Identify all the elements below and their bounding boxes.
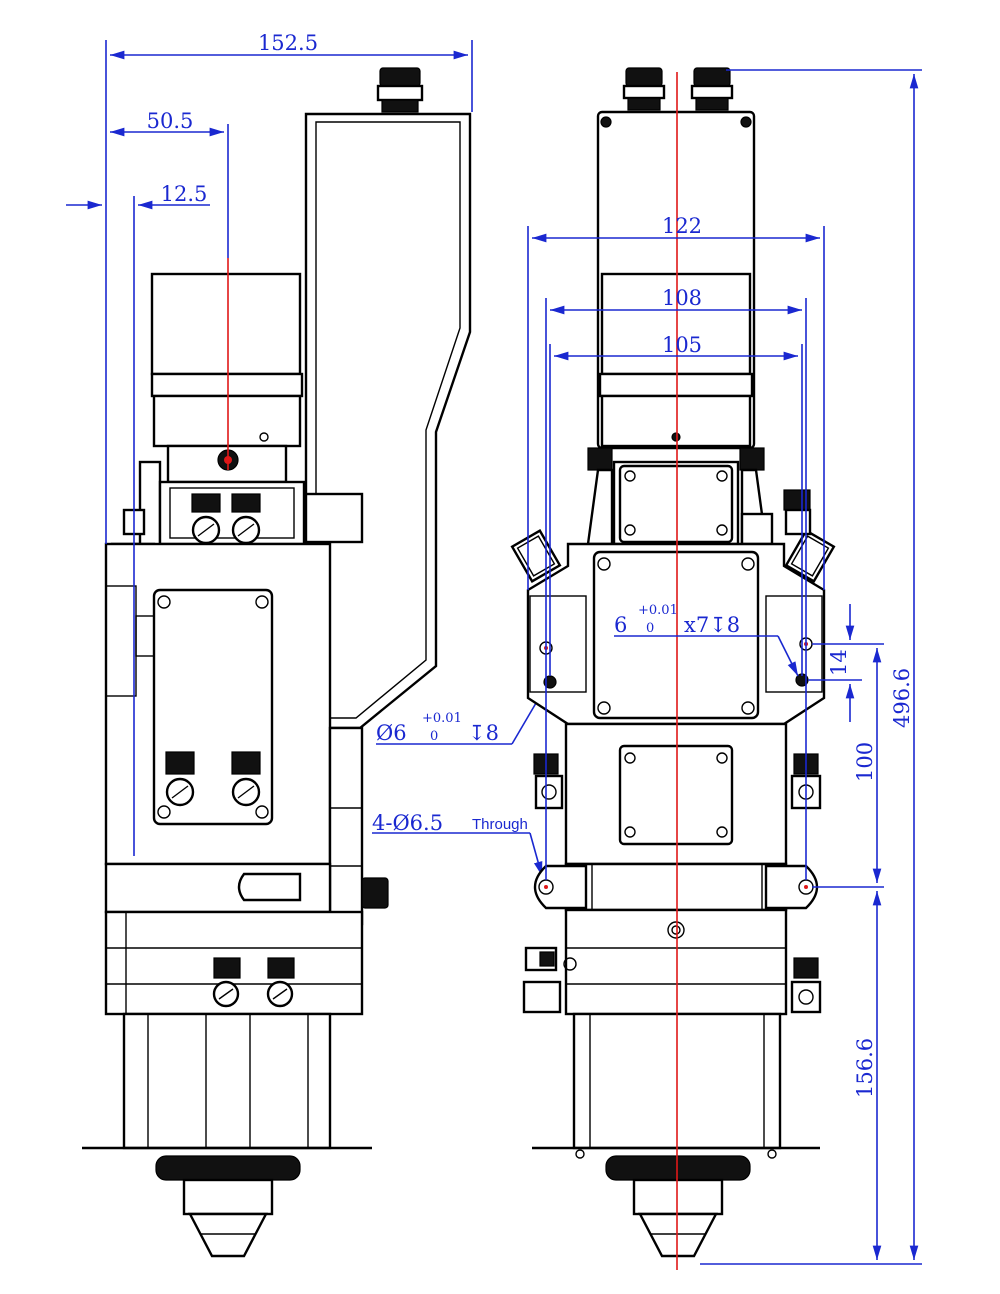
dim-label-14: 14 — [827, 649, 851, 676]
side-motor — [150, 272, 304, 484]
front-neck — [586, 447, 774, 546]
front-base — [522, 908, 822, 1016]
front-dim-105: 105 — [549, 333, 803, 676]
dim-label-156-6: 156.6 — [853, 1038, 877, 1098]
dim-label-12-5: 12.5 — [161, 182, 208, 206]
front-mount-panel — [592, 550, 760, 720]
front-lower-cylinder — [532, 1012, 820, 1159]
callout-hole-tol-lower: 0 — [430, 729, 438, 744]
dim-label-100: 100 — [853, 742, 877, 782]
dim-label-105: 105 — [662, 333, 702, 357]
side-fittings-upper — [191, 493, 261, 545]
front-dim-108: 108 — [545, 286, 807, 880]
callout-pin-tol-upper: +0.01 — [638, 603, 678, 618]
side-dim-152-5: 152.5 — [105, 31, 473, 544]
callout-hole-diameter: Ø6 — [376, 721, 407, 745]
front-dim-122: 122 — [527, 214, 825, 590]
front-dim-496-6: 496.6 — [726, 69, 922, 1260]
front-view: 122 108 105 6 +0.01 0 x7↧8 — [510, 67, 922, 1270]
callout-pin-tol-lower: 0 — [646, 621, 654, 636]
side-dim-12-5: 12.5 — [66, 182, 210, 856]
callout-hole-tol-upper: +0.01 — [422, 711, 462, 726]
side-dim-50-5: 50.5 — [110, 109, 229, 258]
side-callout-hole: Ø6 +0.01 0 ↧8 — [376, 685, 547, 745]
side-nozzle — [155, 1155, 301, 1258]
front-top-connectors — [622, 67, 734, 111]
side-callout-through: 4-Ø6.5 Through — [372, 811, 543, 877]
front-callout-pin: 6 +0.01 0 x7↧8 — [614, 603, 799, 677]
side-lower-cylinder — [82, 1012, 372, 1150]
callout-through-label: 4-Ø6.5 — [372, 811, 443, 835]
dim-label-152-5: 152.5 — [258, 31, 318, 55]
front-dim-156-6: 156.6 — [700, 891, 922, 1265]
side-fittings-panel — [165, 751, 261, 807]
dim-label-496-6: 496.6 — [890, 668, 914, 728]
callout-through-note: Through — [472, 816, 528, 833]
side-fittings-base — [212, 957, 295, 1008]
side-view: 152.5 50.5 12.5 Ø6 +0.01 0 ↧8 4-Ø6.5 Th — [66, 31, 547, 1258]
side-top-connector — [376, 67, 424, 113]
side-left-bracket — [138, 460, 306, 548]
side-right-blocks — [304, 492, 389, 926]
dim-label-50-5: 50.5 — [147, 109, 194, 133]
callout-pin-suffix: x7↧8 — [684, 613, 740, 637]
dim-label-122: 122 — [662, 214, 702, 238]
front-lower-ears — [533, 862, 819, 912]
front-dim-14: 14 — [808, 604, 884, 722]
front-nozzle — [605, 1155, 751, 1258]
callout-hole-depth: ↧8 — [468, 721, 499, 745]
callout-pin-prefix: 6 — [614, 613, 627, 637]
front-dim-100: 100 — [812, 648, 884, 888]
dim-label-108: 108 — [662, 286, 702, 310]
